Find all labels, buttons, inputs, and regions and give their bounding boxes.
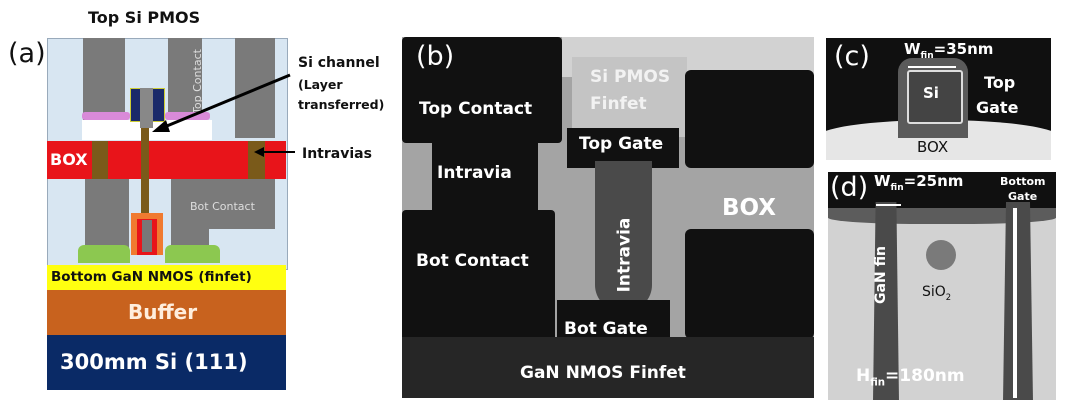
panel-a-label: (a) [8,38,46,69]
box-label: BOX [917,138,949,156]
gan-fin [142,220,152,252]
panel-b-label: (b) [416,41,455,72]
wfin-sub: fin [890,183,904,193]
panel-d-tem: (d) Wfin=25nm Bottom Gate GaN fin SiO2 H… [828,172,1056,400]
wfin-marker [876,204,901,206]
sio2-text: SiO [922,284,946,300]
bot-contact-label: Bot Contact [416,251,529,271]
panel-c-tem: (c) Wfin=35nm Si Top Gate BOX [826,38,1051,160]
intravia-center [141,128,149,220]
hfin-label: Hfin=180nm [856,366,965,388]
si-channel-label: Si channel [298,55,380,71]
intravia-left-label: Intravia [437,163,512,183]
source-regrowth-left [78,245,130,263]
hfin-sub: fin [870,377,886,389]
hfin-value: =180nm [885,366,965,386]
panel-c-label: (c) [834,41,870,72]
source-regrowth-right [165,245,220,263]
right-top-block [685,70,814,168]
right-bottom-block [685,229,814,339]
top-gate-label: Top [984,73,1016,92]
wfin-value: =25nm [903,172,964,190]
wfin-sub: fin [920,51,934,61]
top-contact-block [402,37,562,143]
intravia-center-label: Intravia [614,217,635,293]
sio2-void [926,240,956,270]
intravias-label: Intravias [302,146,372,162]
intravia-column [595,161,652,311]
bottom-gate-label: Bottom [1000,175,1046,188]
box-label: BOX [50,150,88,169]
wfin-value: =35nm [933,40,994,58]
intravia-block [432,137,538,211]
gan-nmos-label: GaN NMOS Finfet [520,363,686,383]
si-pmos-label-2: Finfet [590,94,647,114]
gan-layer-label: Bottom GaN NMOS (finfet) [51,269,252,285]
bot-gate-label: Bot Gate [564,319,648,339]
hfin-symbol: H [856,366,871,386]
wfin-symbol: W [874,172,891,190]
panel-a-title: Top Si PMOS [88,8,201,27]
hfin-marker [1013,208,1017,398]
buffer-label: Buffer [128,300,198,324]
top-gate-label-2: Gate [976,98,1019,117]
gan-fin-left [873,202,899,400]
sio2-sub: 2 [945,291,952,302]
wfin-symbol: W [904,40,921,58]
si-pmos-label: Si PMOS [590,67,671,87]
gan-layer [47,265,286,290]
wfin-label: Wfin=25nm [874,172,963,193]
wfin-label: Wfin=35nm [904,40,993,61]
gan-fin-label: GaN fin [872,246,889,304]
si-channel-label-3: transferred) [298,97,385,112]
substrate-layer [47,335,286,390]
box-label: BOX [722,195,776,221]
gan-region [402,337,814,398]
wfin-marker [908,66,956,68]
bot-contact-label: Bot Contact [190,200,255,213]
top-gate-label: Top Gate [579,134,664,154]
si-channel [140,88,153,128]
sio2-label: SiO2 [922,284,951,302]
bot-contact-right [171,179,275,229]
panel-b-tem: (b) Si PMOS Finfet Top Contact Top Gate … [402,37,814,398]
gan-fin-right [1003,202,1033,400]
top-contact-label: Top Contact [419,99,533,119]
intravia-left [92,141,108,179]
substrate-label: 300mm Si (111) [60,350,248,374]
si-fin [907,70,963,124]
si-pmos-region [572,57,687,137]
box-layer [47,141,286,179]
si-channel-label-2: (Layer [298,77,343,92]
bot-contact-left [85,179,129,249]
annotation-arrows [152,73,295,157]
si-label: Si [923,84,939,102]
panel-d-label: (d) [830,172,869,203]
buffer-layer [47,290,286,335]
bottom-gate-label-2: Gate [1008,190,1038,203]
bot-contact-block [402,210,555,345]
source-pad-left [82,112,130,120]
